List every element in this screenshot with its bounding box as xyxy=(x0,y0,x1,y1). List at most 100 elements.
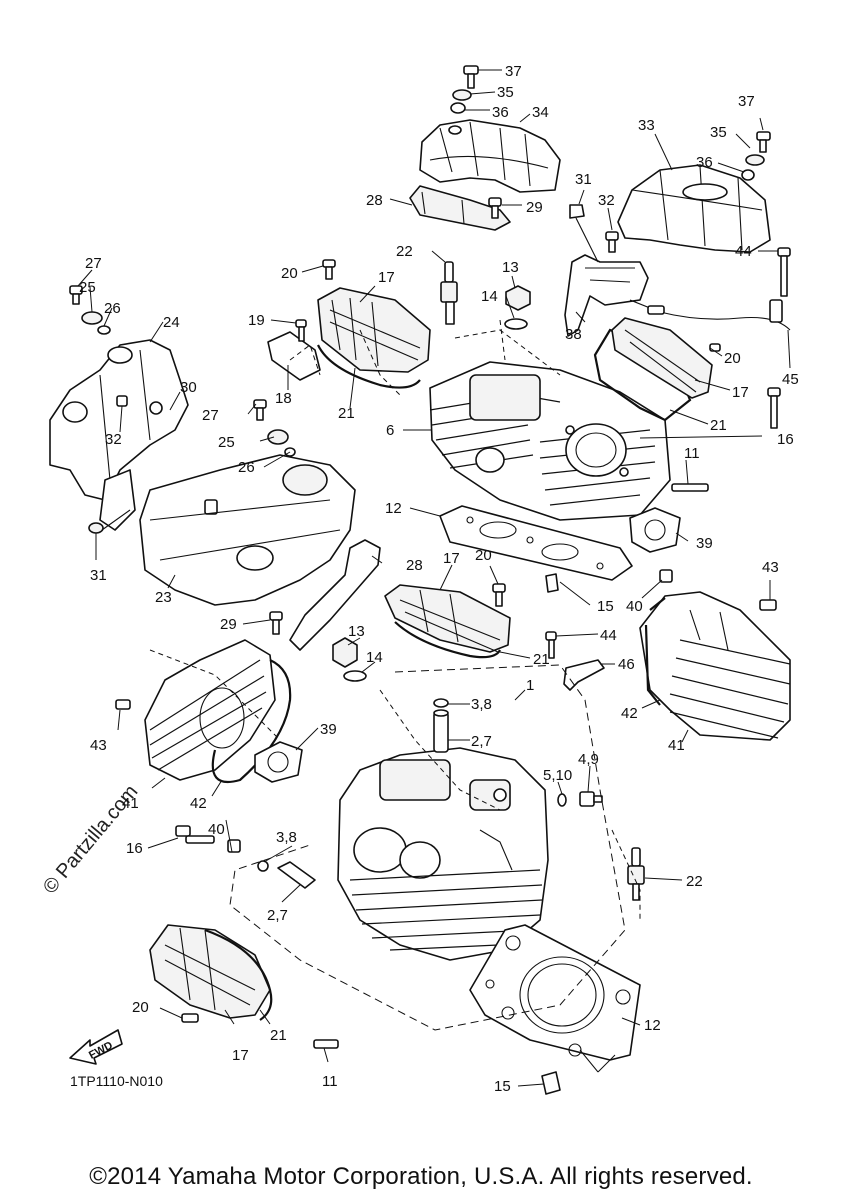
callout-37b: 37 xyxy=(738,93,755,110)
callout-29b: 29 xyxy=(220,616,237,633)
bolt-29-top xyxy=(488,197,502,219)
head-cover-17-right xyxy=(611,317,721,399)
bolt-43-left xyxy=(115,699,131,710)
callout-33: 33 xyxy=(638,117,655,134)
cover-23 xyxy=(139,454,356,606)
callout-20d: 20 xyxy=(132,999,149,1016)
callout-34: 34 xyxy=(532,104,549,121)
callout-43a: 43 xyxy=(762,559,779,576)
callout-26a: 26 xyxy=(104,300,121,317)
callout-21b: 21 xyxy=(710,417,727,434)
bolt-43-right xyxy=(759,599,777,611)
head-cover-17-lower xyxy=(149,924,273,1023)
callout-32a: 32 xyxy=(598,192,615,209)
callout-30: 30 xyxy=(180,379,197,396)
callout-18: 18 xyxy=(275,390,292,407)
callout-4-9: 4,9 xyxy=(578,751,599,768)
callout-12b: 12 xyxy=(644,1017,661,1034)
callout-41b: 41 xyxy=(122,795,139,812)
callout-31b: 31 xyxy=(90,567,107,584)
callout-46: 46 xyxy=(618,656,635,673)
callout-35b: 35 xyxy=(710,124,727,141)
callout-28a: 28 xyxy=(366,192,383,209)
callout-12a: 12 xyxy=(385,500,402,517)
bolt-16-left xyxy=(175,825,215,844)
diagram-code: 1TP1110-N010 xyxy=(70,1073,163,1089)
callout-3-8-upper: 3,8 xyxy=(471,696,492,713)
callout-27a: 27 xyxy=(85,255,102,272)
callout-13a: 13 xyxy=(502,259,519,276)
callout-41a: 41 xyxy=(668,737,685,754)
callout-15a: 15 xyxy=(597,598,614,615)
front-cylinder-head-1 xyxy=(337,747,549,961)
callout-43b: 43 xyxy=(90,737,107,754)
callout-40a: 40 xyxy=(626,598,643,615)
callout-5-10: 5,10 xyxy=(543,767,572,784)
callout-35a: 35 xyxy=(497,84,514,101)
callout-31a: 31 xyxy=(575,171,592,188)
callout-14a: 14 xyxy=(481,288,498,305)
callout-42a: 42 xyxy=(621,705,638,722)
leader-lines xyxy=(77,69,791,1087)
valve-guide-lower xyxy=(257,860,316,889)
gasket-39-right xyxy=(629,507,681,553)
callout-32b: 32 xyxy=(105,431,122,448)
bolt-4-9 xyxy=(557,791,603,807)
dowel-15-lower xyxy=(541,1071,561,1095)
sensor-wire-45 xyxy=(629,247,791,331)
fwd-arrow: FWD xyxy=(69,1029,123,1065)
nut-13-middle xyxy=(332,637,367,682)
callout-15b: 15 xyxy=(494,1078,511,1095)
callout-19: 19 xyxy=(248,312,265,329)
cylinder-cover-41-left xyxy=(144,639,292,784)
bracket-28-middle xyxy=(289,539,381,651)
callout-labels: 37 35 36 34 28 29 37 33 35 36 31 32 22 1… xyxy=(79,63,799,1095)
head-gasket-12-upper xyxy=(439,505,633,581)
cylinder-cover-41-right xyxy=(639,591,791,741)
callout-2-7-upper: 2,7 xyxy=(471,733,492,750)
bracket-46 xyxy=(545,631,605,691)
rear-cylinder-head-6 xyxy=(429,361,671,521)
copyright-notice: ©2014 Yamaha Motor Corporation, U.S.A. A… xyxy=(89,1163,753,1190)
dowel-15-upper xyxy=(545,573,559,593)
callout-21d: 21 xyxy=(270,1027,287,1044)
grommet-31-left xyxy=(88,509,131,534)
callout-20c: 20 xyxy=(475,547,492,564)
callout-21c: 21 xyxy=(533,651,550,668)
head-cover-17-middle xyxy=(384,583,511,659)
spark-plug-22-bottom xyxy=(627,847,645,901)
fwd-label: FWD xyxy=(87,1039,115,1061)
callout-2-7-lower: 2,7 xyxy=(267,907,288,924)
callout-20b: 20 xyxy=(724,350,741,367)
side-cover-24 xyxy=(49,339,189,531)
bracket-38 xyxy=(564,204,649,337)
callout-6: 6 xyxy=(386,422,394,439)
bolt-stack-middle-left xyxy=(253,399,296,457)
callout-16a: 16 xyxy=(777,431,794,448)
stud-11-right xyxy=(671,483,709,492)
head-gasket-12-lower xyxy=(469,924,641,1061)
bolt-stack-top-right xyxy=(741,131,771,181)
callout-45: 45 xyxy=(782,371,799,388)
callout-29a: 29 xyxy=(526,199,543,216)
dashed-guides xyxy=(149,319,641,1031)
callout-22a: 22 xyxy=(396,243,413,260)
callout-17c: 17 xyxy=(443,550,460,567)
valve-guide-upper xyxy=(433,698,449,753)
callout-22b: 22 xyxy=(686,873,703,890)
rear-cylinder-head-cover-34 xyxy=(409,119,561,231)
gasket-39-left xyxy=(254,741,303,783)
callout-25b: 25 xyxy=(218,434,235,451)
callout-3-8-lower: 3,8 xyxy=(276,829,297,846)
callout-11b: 11 xyxy=(322,1073,338,1090)
callout-25a: 25 xyxy=(79,279,96,296)
callout-1: 1 xyxy=(526,677,534,694)
callout-37a: 37 xyxy=(505,63,522,80)
callout-27b: 27 xyxy=(202,407,219,424)
front-cylinder-head-cover-33 xyxy=(617,164,771,253)
callout-36a: 36 xyxy=(492,104,509,121)
callout-17d: 17 xyxy=(232,1047,249,1064)
callout-14b: 14 xyxy=(366,649,383,666)
callout-44a: 44 xyxy=(735,243,752,260)
